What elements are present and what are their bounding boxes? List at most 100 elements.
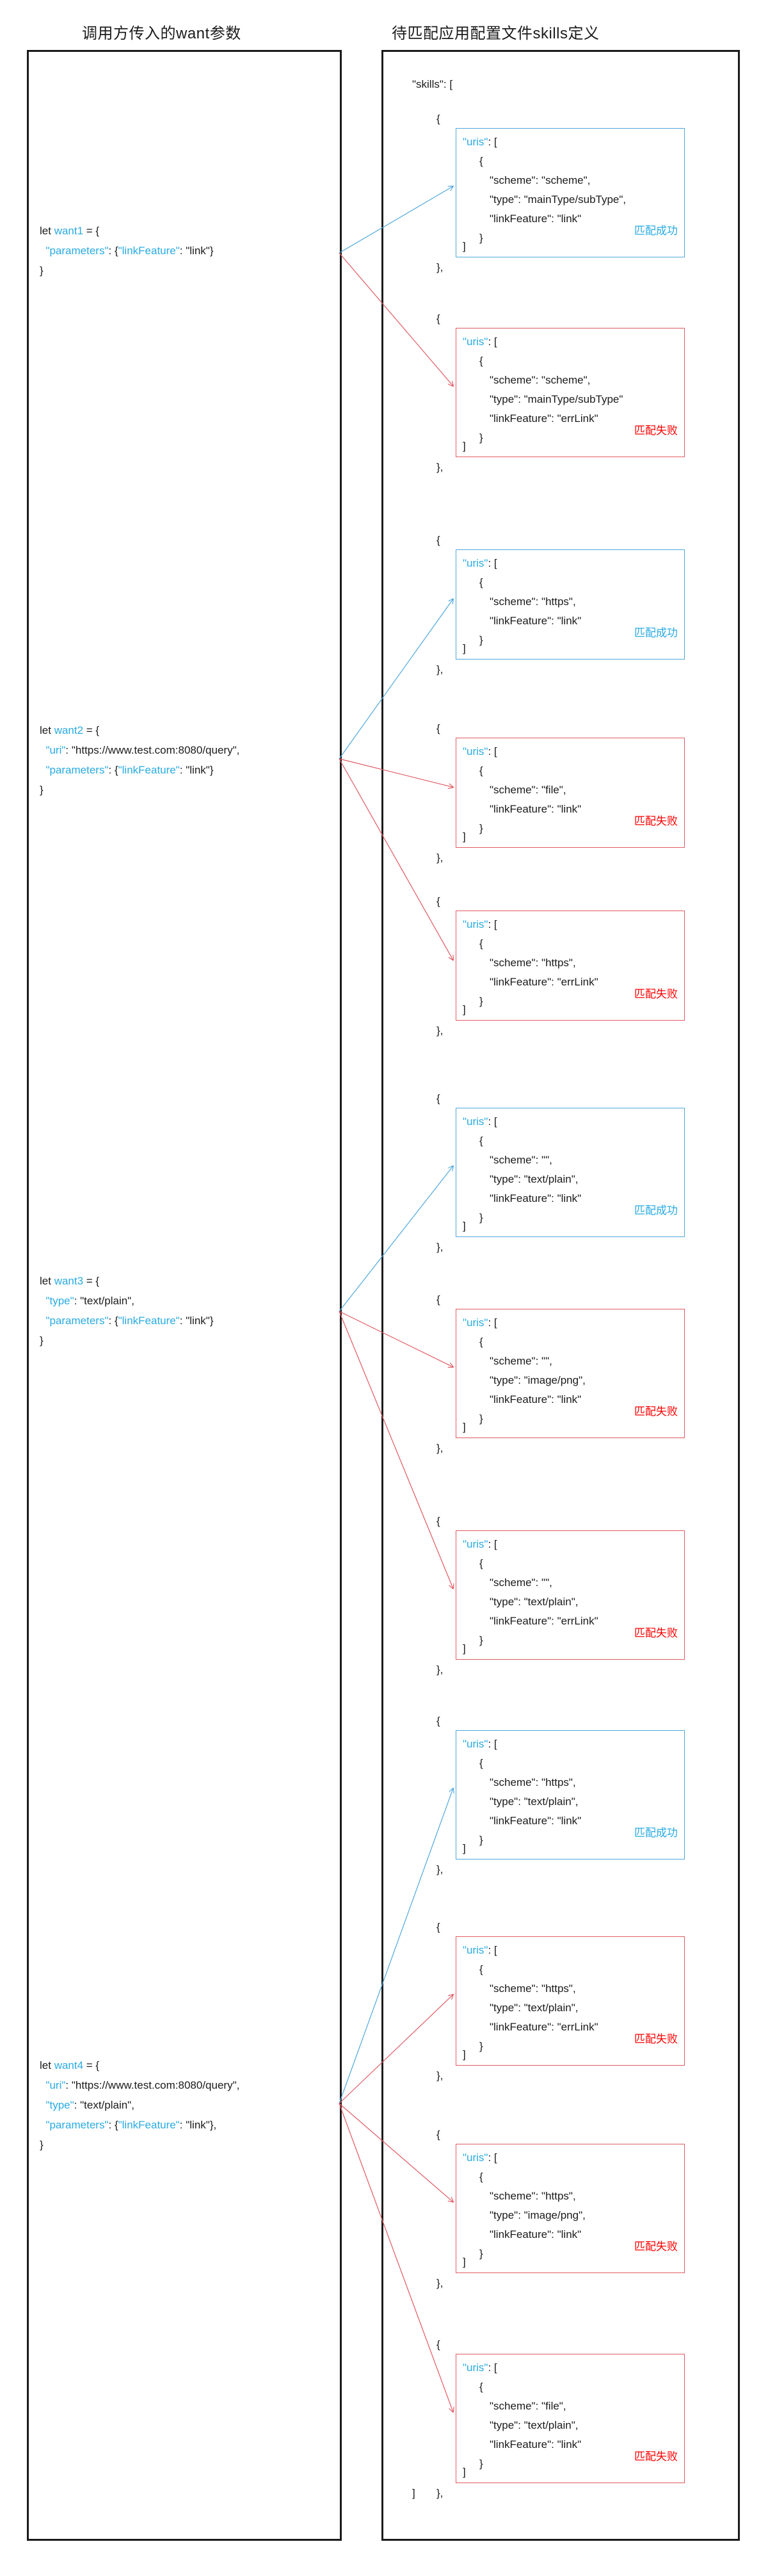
want-declaration: let want4 = {: [40, 2059, 100, 2071]
uris-array-close: ]: [463, 2256, 466, 2268]
uri-field: "scheme": "",: [490, 1154, 552, 1166]
want-panel: [27, 50, 342, 2541]
want-property-line: "parameters": {"linkFeature": "link"}: [40, 764, 214, 776]
want-block-want2: let want2 = { "uri": "https://www.test.c…: [40, 720, 239, 800]
want-declaration: let want2 = {: [40, 724, 100, 736]
uri-object-open: {: [479, 355, 483, 367]
uri-field: "type": "text/plain",: [490, 2002, 579, 2014]
uri-field: "scheme": "https",: [490, 957, 576, 969]
match-result-badge: 匹配失败: [634, 1627, 678, 1639]
uri-field: "scheme": "file",: [490, 784, 566, 796]
uris-box-12: "uris": [{"scheme": "file","type": "text…: [456, 2354, 685, 2483]
uri-field: "type": "text/plain",: [490, 2419, 579, 2431]
uri-field: "scheme": "file",: [490, 2400, 566, 2412]
want-declaration: let want3 = {: [40, 1275, 100, 1287]
left-column-title: 调用方传入的want参数: [82, 25, 241, 42]
want-block-want1: let want1 = { "parameters": {"linkFeatur…: [40, 221, 214, 280]
uris-array-close: ]: [463, 2466, 466, 2478]
uris-box-8: "uris": [{"scheme": "","type": "text/pla…: [456, 1530, 685, 1660]
uris-box-11: "uris": [ { "scheme": "https", "type": "ima…: [456, 2144, 685, 2273]
uris-box-3: "uris": [{"scheme": "https","linkFeature…: [456, 549, 685, 660]
want-block-want3: let want3 = { "type": "text/plain", "par…: [40, 1271, 214, 1350]
skill-object-close-11: },: [436, 2277, 444, 2289]
skill-object-close-8: },: [436, 1664, 444, 1676]
uris-box-2: "uris": [{"scheme": "scheme","type": "ma…: [456, 328, 685, 457]
skill-object-open-5: {: [436, 895, 440, 907]
uri-object-close: }: [479, 1634, 483, 1646]
uris-key: "uris": [: [463, 136, 497, 148]
uri-object-close: }: [479, 634, 483, 646]
uri-object-close: }: [479, 2040, 483, 2052]
uri-field: "type": "mainType/subType": [490, 393, 623, 405]
skills-array-open: "skills": [: [412, 78, 453, 90]
skill-object-open-2: {: [436, 312, 440, 325]
uri-field: "scheme": "https",: [490, 595, 576, 608]
uri-field: "type": "image/png",: [490, 1374, 586, 1386]
uri-object-open: {: [479, 765, 483, 777]
right-column-title: 待匹配应用配置文件skills定义: [392, 25, 600, 42]
skill-object-open-3: {: [436, 534, 440, 546]
uri-object-close: }: [479, 1834, 483, 1846]
uris-array-close: ]: [463, 2048, 466, 2061]
uris-array-close: ]: [463, 1842, 466, 1854]
uri-field: "scheme": "scheme",: [490, 174, 591, 186]
skill-object-open-11: {: [436, 2128, 440, 2141]
uri-object-open: {: [479, 155, 483, 167]
uri-field: "linkFeature": "link": [490, 1192, 582, 1204]
uri-field: "type": "text/plain",: [490, 1795, 579, 1808]
uri-field: "linkFeature": "errLink": [490, 976, 598, 988]
uris-array-close: ]: [463, 642, 466, 654]
uris-key: "uris": [: [463, 745, 497, 757]
uris-box-6: "uris": [{"scheme": "","type": "text/pla…: [456, 1108, 685, 1237]
match-result-badge: 匹配成功: [634, 627, 678, 639]
skills-array-close: ]: [412, 2487, 415, 2499]
skill-object-open-9: {: [436, 1715, 440, 1727]
uri-object-close: }: [479, 1413, 483, 1425]
uri-object-close: }: [479, 2248, 483, 2260]
match-result-badge: 匹配失败: [634, 2033, 678, 2045]
uris-array-close: ]: [463, 1642, 466, 1655]
uri-object-open: {: [479, 576, 483, 588]
skill-object-close-4: },: [436, 852, 444, 864]
skill-object-open-4: {: [436, 722, 440, 734]
uris-array-close: ]: [463, 240, 466, 252]
uri-field: "linkFeature": "errLink": [490, 2021, 598, 2033]
want-block-want4: let want4 = { "uri": "https://www.test.c…: [40, 2055, 239, 2155]
want-property-line: "parameters": {"linkFeature": "link"}: [40, 245, 214, 257]
uri-field: "type": "text/plain",: [490, 1596, 579, 1608]
skill-object-open-1: {: [436, 113, 440, 125]
skill-object-close-6: },: [436, 1241, 444, 1253]
uris-key: "uris": [: [463, 918, 497, 930]
uri-object-open: {: [479, 1336, 483, 1348]
want-property-line: "type": "text/plain",: [40, 2099, 134, 2111]
uri-object-close: }: [479, 232, 483, 244]
uris-array-close: ]: [463, 830, 466, 843]
skill-object-open-8: {: [436, 1515, 440, 1527]
skill-object-close-2: },: [436, 461, 444, 473]
want-property-line: "type": "text/plain",: [40, 1295, 134, 1307]
uris-key: "uris": [: [463, 1538, 497, 1550]
skill-object-close-10: },: [436, 2070, 444, 2082]
uri-object-close: }: [479, 1211, 483, 1224]
uri-object-open: {: [479, 2171, 483, 2183]
uri-field: "scheme": "",: [490, 1355, 552, 1367]
skill-object-open-7: {: [436, 1293, 440, 1306]
want-close-brace: }: [40, 264, 44, 277]
uris-key: "uris": [: [463, 2151, 497, 2164]
uris-box-1: "uris": [ { "scheme": "scheme", "type": "ma…: [456, 128, 685, 257]
uri-field: "linkFeature": "link": [490, 615, 582, 627]
skill-object-open-12: {: [436, 2338, 440, 2351]
want-property-line: "uri": "https://www.test.com:8080/query"…: [40, 744, 240, 756]
uri-field: "type": "image/png",: [490, 2209, 586, 2221]
uri-field: "scheme": "",: [490, 1576, 552, 1589]
uri-object-open: {: [479, 1135, 483, 1147]
uri-field: "scheme": "https",: [490, 2190, 576, 2202]
uri-field: "linkFeature": "link": [490, 213, 582, 225]
uris-box-4: "uris": [{"scheme": "file","linkFeature"…: [456, 738, 685, 848]
want-property-line: "parameters": {"linkFeature": "link"},: [40, 2119, 217, 2131]
want-declaration: let want1 = {: [40, 225, 100, 237]
skill-object-open-10: {: [436, 1921, 440, 1933]
match-result-badge: 匹配失败: [634, 2450, 678, 2463]
uri-field: "type": "mainType/subType",: [490, 193, 627, 206]
